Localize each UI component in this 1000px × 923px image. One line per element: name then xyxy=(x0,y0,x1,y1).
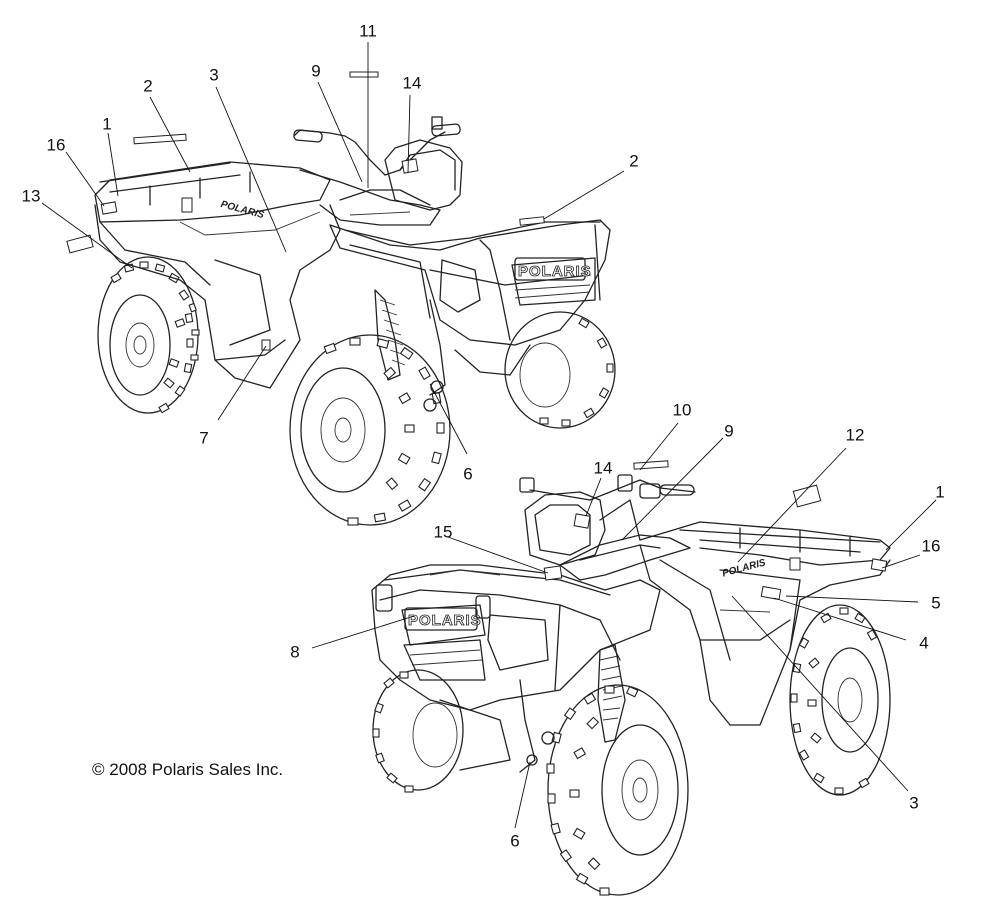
callout-15: 15 xyxy=(433,522,453,542)
callout-4: 4 xyxy=(919,633,929,653)
decal-11 xyxy=(349,71,379,78)
callout-6: 6 xyxy=(510,831,520,851)
atv-bottom-front-body: POLARIS xyxy=(371,564,661,711)
callout-5: 5 xyxy=(931,593,941,613)
leader-lines xyxy=(41,42,937,829)
callout-6: 6 xyxy=(463,464,473,484)
atv-bottom-handlebar xyxy=(519,474,696,566)
callout-14: 14 xyxy=(593,458,613,478)
decal-2-strip xyxy=(133,133,187,145)
loose-decals xyxy=(66,71,822,508)
callout-13: 13 xyxy=(21,186,41,206)
brand-mark-bottom-front: POLARIS xyxy=(408,612,482,629)
decal-13 xyxy=(66,234,94,254)
brand-mark-bottom-side: POLARIS xyxy=(721,557,767,579)
callout-14: 14 xyxy=(402,73,422,93)
callout-8: 8 xyxy=(290,642,300,662)
callout-3: 3 xyxy=(209,65,219,85)
callout-2: 2 xyxy=(629,151,639,171)
atv-bottom-seat-tank xyxy=(559,534,691,581)
callout-16: 16 xyxy=(921,536,941,556)
callout-3: 3 xyxy=(909,793,919,813)
callout-12: 12 xyxy=(845,425,865,445)
atv-bottom: POLARIS xyxy=(371,474,891,896)
brand-mark-top-side: POLARIS xyxy=(219,199,265,221)
atv-top: POLARIS xyxy=(94,116,616,526)
callout-11: 11 xyxy=(359,21,377,41)
decal-10 xyxy=(633,460,669,470)
decal-12 xyxy=(792,484,822,508)
callout-7: 7 xyxy=(199,428,209,448)
atv-top-front-body: POLARIS xyxy=(329,216,611,346)
callout-9: 9 xyxy=(724,421,734,441)
callout-9: 9 xyxy=(311,61,321,81)
callout-1: 1 xyxy=(935,482,945,502)
brand-mark-top-front: POLARIS xyxy=(518,263,592,280)
atv-bottom-front-wheel xyxy=(372,644,689,896)
atv-bottom-rear-body: POLARIS xyxy=(639,521,891,726)
callout-16: 16 xyxy=(46,135,66,155)
callout-2: 2 xyxy=(143,76,153,96)
atv-top-rear-body: POLARIS xyxy=(94,161,341,389)
atv-top-front-wheel xyxy=(289,289,616,526)
atv-bottom-rear-wheel xyxy=(789,604,891,796)
atv-top-rear-wheel xyxy=(97,256,200,414)
callout-10: 10 xyxy=(672,400,692,420)
atv-top-handlebar xyxy=(293,116,463,211)
copyright-notice: © 2008 Polaris Sales Inc. xyxy=(92,760,284,779)
callout-1: 1 xyxy=(102,114,112,134)
atv-top-seat-tank xyxy=(299,169,441,226)
